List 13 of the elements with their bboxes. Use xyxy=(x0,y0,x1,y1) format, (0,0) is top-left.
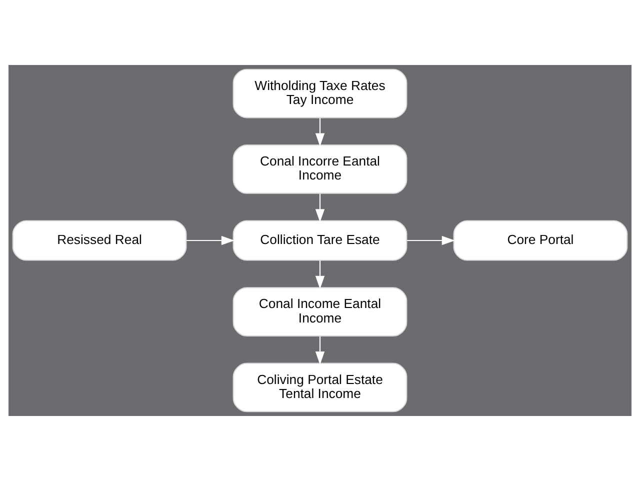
node-box: Colliction Tare Esate xyxy=(232,220,408,260)
arrow xyxy=(315,117,325,146)
arrow xyxy=(315,336,325,364)
arrow xyxy=(315,260,325,289)
arrow xyxy=(315,193,325,222)
arrow xyxy=(186,235,235,245)
node-box: Conal Incorre Eantal Income xyxy=(232,144,408,194)
node-box: Witholding Taxe Rates Tay Income xyxy=(232,68,408,118)
arrow xyxy=(406,235,456,245)
node-box: Conal Income Eantal Income xyxy=(232,286,408,336)
node-box: Core Portal xyxy=(453,220,628,260)
node-box: Resissed Real xyxy=(12,220,187,260)
node-box: Coliving Portal Estate Tental Income xyxy=(232,362,408,412)
